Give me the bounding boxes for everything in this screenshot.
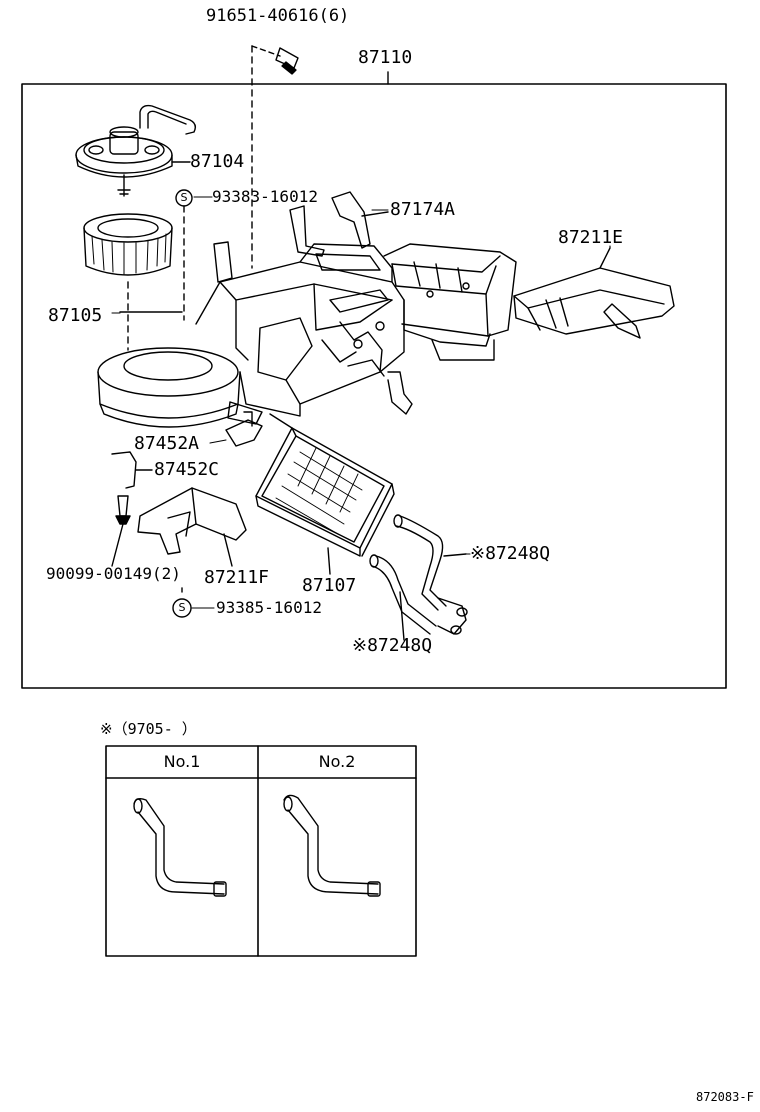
blower-wheel-icon	[83, 213, 183, 351]
label-clip-87452a: 87452A	[134, 433, 200, 454]
label-wheel-87105: 87105	[48, 305, 103, 326]
heater-core-icon	[255, 413, 395, 575]
label-heater-core-87107: 87107	[302, 575, 357, 596]
heater-unit-housing	[97, 241, 517, 428]
bracket-87174a-icon	[289, 191, 389, 257]
label-motor-87104: 87104	[190, 151, 245, 172]
label-clip-87452c: 87452C	[154, 459, 220, 480]
label-bracket-87174a: 87174A	[390, 199, 456, 220]
heater-pipe-icons	[369, 514, 468, 641]
s-mark-upper	[175, 189, 193, 207]
s-mark-lower-label: S	[178, 601, 186, 614]
pipe-table-frame	[105, 745, 417, 957]
duct-87211f-icon	[137, 487, 247, 597]
table-header-no2: No.2	[318, 752, 356, 771]
bolt-icon	[251, 45, 299, 75]
assembly-frame	[21, 83, 727, 689]
clip-screw-icon	[111, 495, 131, 567]
label-bolt-91651: 91651-40616(6)	[206, 6, 350, 26]
table-header-no1: No.1	[163, 752, 201, 771]
label-leaders	[111, 161, 611, 609]
blower-motor-icon	[75, 104, 197, 197]
label-clip-screw-90099: 90099-00149(2)	[46, 564, 181, 583]
illustration-code: 872083-F	[696, 1090, 754, 1104]
label-pipe-87248q-lower: ※87248Q	[352, 635, 433, 656]
label-screw-93383: 93383-16012	[212, 187, 318, 206]
pipe-no1-icon	[133, 797, 227, 897]
duct-87211e-icon	[513, 247, 675, 339]
date-range-note: ※（9705- ）	[100, 720, 197, 738]
s-mark-upper-label: S	[180, 191, 188, 204]
label-duct-87211f: 87211F	[204, 567, 270, 588]
label-screw-93385: 93385-16012	[216, 598, 322, 617]
label-duct-87211e: 87211E	[558, 227, 624, 248]
label-unit-87110: 87110	[358, 47, 413, 68]
pipe-no2-icon	[283, 794, 381, 897]
label-pipe-87248q-upper: ※87248Q	[470, 543, 551, 564]
s-mark-lower	[172, 598, 192, 618]
